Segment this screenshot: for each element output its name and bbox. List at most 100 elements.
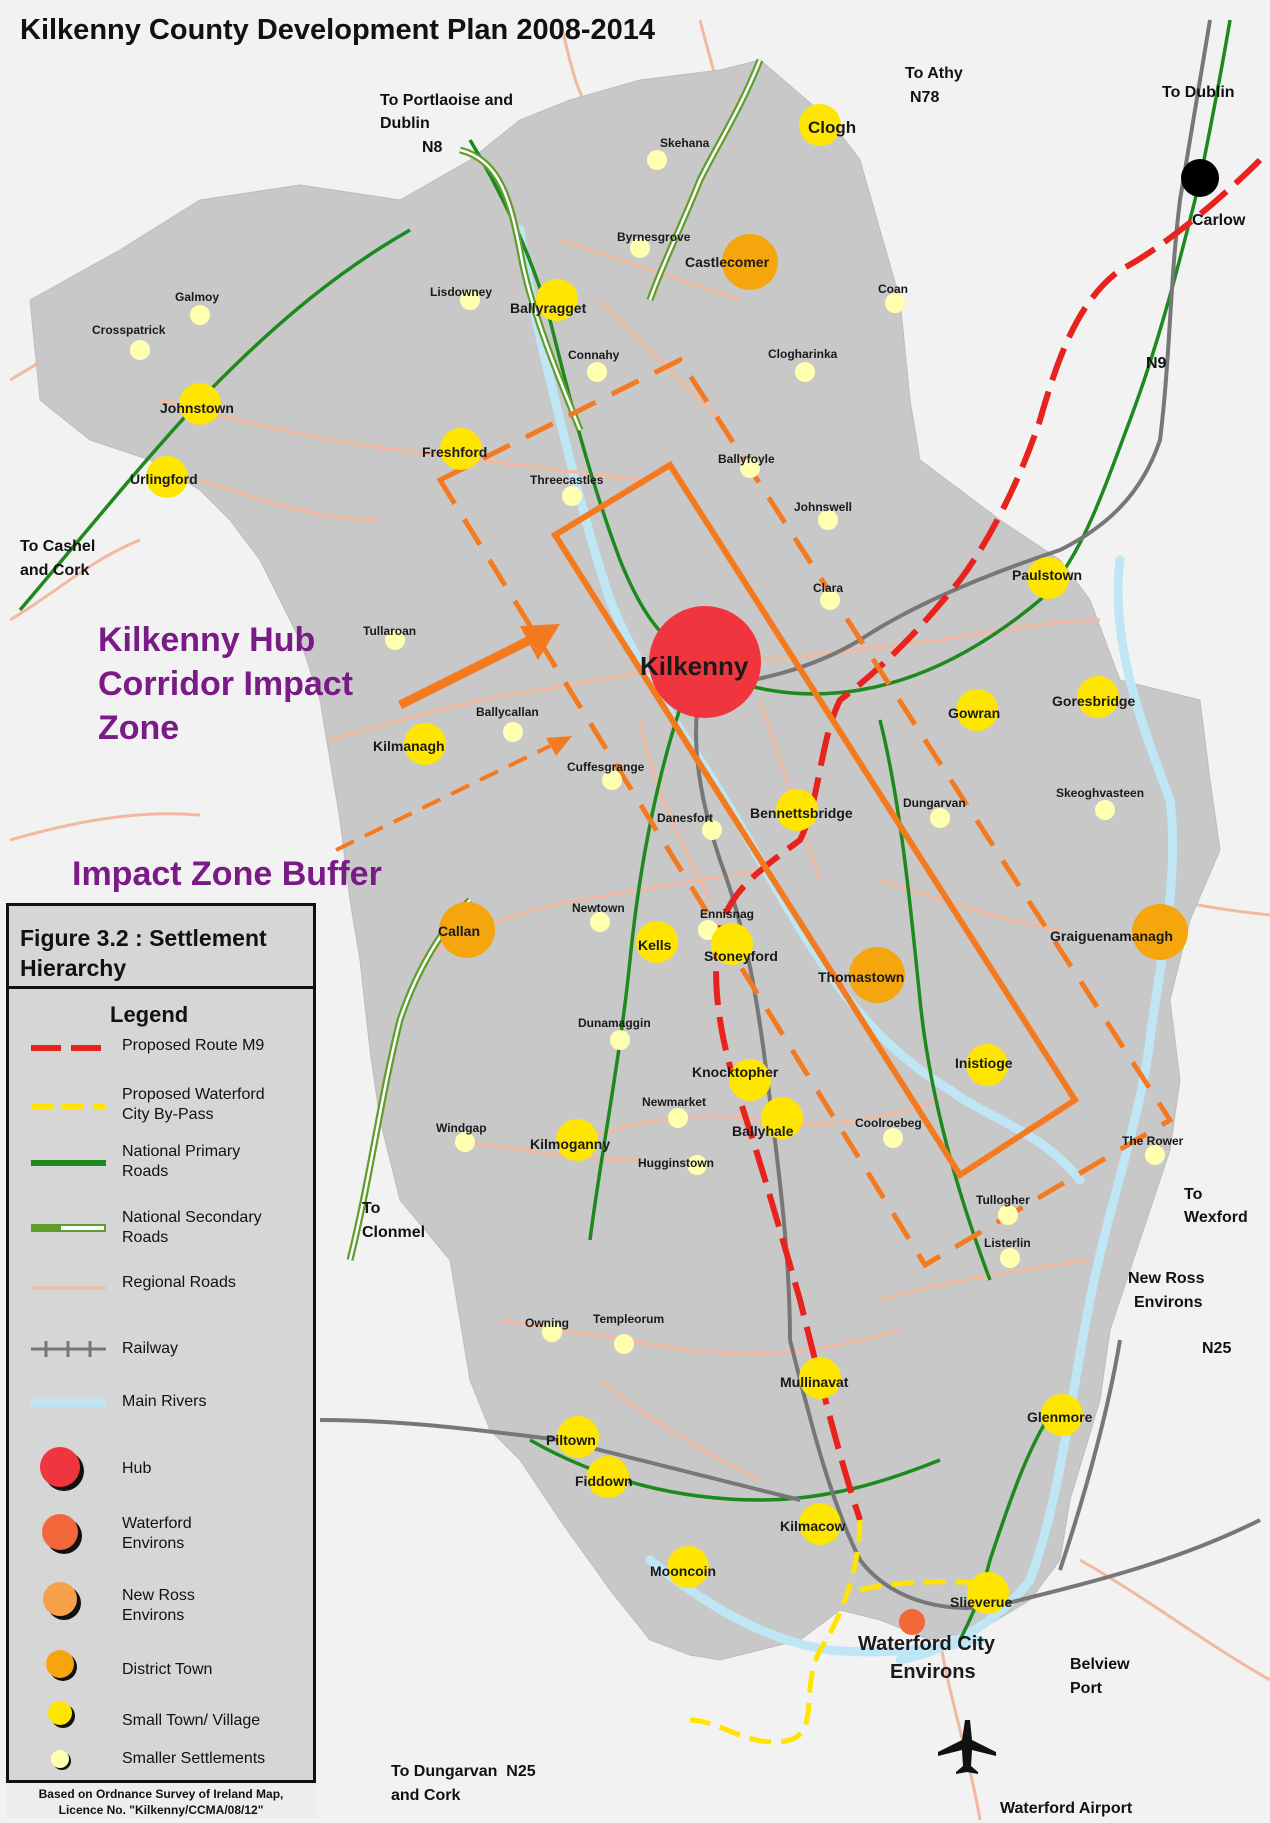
label-hugginstown: Hugginstown [638, 1156, 714, 1170]
label-ballyhale: Ballyhale [732, 1123, 794, 1139]
legend-symbol-waterford [42, 1514, 78, 1550]
dest-wexford-2: Wexford [1184, 1209, 1248, 1226]
hub-corridor-impact-zone [550, 460, 1080, 1180]
label-castlecomer: Castlecomer [685, 254, 770, 270]
label-slieverue: Slieverue [950, 1594, 1012, 1610]
label-templeorum: Templeorum [593, 1312, 664, 1326]
legend-heading: Legend [110, 1002, 189, 1027]
credit-line-2: Licence No. "Kilkenny/CCMA/08/12" [58, 1803, 264, 1817]
airport-icon [938, 1720, 996, 1774]
dest-waterford-2: Environs [890, 1661, 976, 1683]
legend-label: City By-Pass [122, 1106, 214, 1123]
label-freshford: Freshford [422, 444, 487, 460]
smaller-settlements [130, 150, 1165, 1354]
legend-label: Waterford [122, 1515, 192, 1532]
dest-dungarvan-1: To Dungarvan N25 [391, 1763, 536, 1780]
label-clogh: Clogh [808, 118, 856, 137]
label-windgap: Windgap [436, 1121, 487, 1135]
district-towns [439, 234, 1188, 1003]
legend-item-rivers: Main Rivers [122, 1392, 206, 1412]
legend-label: Hub [122, 1460, 152, 1477]
dest-portlaoise-3: N8 [422, 139, 443, 156]
label-lisdowney: Lisdowney [430, 285, 492, 299]
label-fiddown: Fiddown [575, 1473, 633, 1489]
legend-label: Roads [122, 1163, 169, 1180]
legend-label: Main Rivers [122, 1393, 207, 1410]
label-johnswell: Johnswell [794, 500, 852, 514]
legend-label: Regional Roads [122, 1274, 236, 1291]
legend-label: Small Town/ Village [122, 1712, 261, 1729]
label-urlingford: Urlingford [130, 471, 198, 487]
label-connahy: Connahy [568, 348, 620, 362]
carlow-marker [1181, 159, 1219, 197]
impact-zone-buffer [436, 356, 1174, 1269]
dest-belview-2: Port [1070, 1680, 1103, 1697]
dest-portlaoise-2: Dublin [380, 115, 430, 132]
label-coolroebeg: Coolroebeg [855, 1116, 922, 1130]
annotation-arrows [335, 624, 572, 852]
dest-waterford-1: Waterford City [858, 1633, 996, 1655]
label-graiguenamanagh: Graiguenamanagh [1050, 928, 1173, 944]
dest-newross-1: New Ross [1128, 1270, 1205, 1287]
label-coan: Coan [878, 282, 908, 296]
label-ballycallan: Ballycallan [476, 705, 539, 719]
dest-cashel-2: and Cork [20, 562, 89, 579]
label-clogharinka: Clogharinka [768, 347, 838, 361]
waterford-environs-marker [899, 1609, 925, 1635]
label-callan: Callan [438, 923, 480, 939]
label-kilmanagh: Kilmanagh [373, 738, 445, 754]
dest-n9: N9 [1146, 355, 1167, 372]
annotation-hub-corridor: Kilkenny Hub Corridor Impact Zone [98, 621, 354, 747]
destination-labels: To Portlaoise and Dublin N8 To Athy N78 … [20, 65, 1248, 1817]
label-ballyfoyle: Ballyfoyle [718, 452, 775, 466]
label-ballyragget: Ballyragget [510, 300, 587, 316]
dest-carlow: Carlow [1192, 212, 1246, 229]
legend-label: National Primary [122, 1143, 241, 1160]
label-tullaroan: Tullaroan [363, 624, 416, 638]
legend-label: District Town [122, 1661, 213, 1678]
label-cuffesgrange: Cuffesgrange [567, 760, 645, 774]
figure-title-line-2: Hierarchy [20, 955, 127, 981]
label-gowran: Gowran [948, 705, 1000, 721]
label-kilmoganny: Kilmoganny [530, 1136, 610, 1152]
dest-wexford-1: To [1184, 1186, 1203, 1203]
legend-symbol-small-town [48, 1701, 72, 1725]
legend-item-m9: Proposed Route M9 [122, 1036, 264, 1056]
dest-newross-2: Environs [1134, 1294, 1203, 1311]
kilkenny-hub [649, 606, 761, 718]
label-owning: Owning [525, 1316, 569, 1330]
label-thomastown: Thomastown [818, 969, 904, 985]
label-dunamaggin: Dunamaggin [578, 1016, 651, 1030]
map-title: Kilkenny County Development Plan 2008-20… [20, 14, 655, 46]
label-the-rower: The Rower [1122, 1134, 1184, 1148]
credit-line-1: Based on Ordnance Survey of Ireland Map, [38, 1787, 284, 1801]
label-kilkenny: Kilkenny [640, 651, 749, 681]
label-clara: Clara [813, 581, 843, 595]
legend-symbol-railway [31, 1341, 106, 1357]
legend-label: Environs [122, 1535, 185, 1552]
label-dungarvan: Dungarvan [903, 796, 966, 810]
small-towns [146, 104, 1119, 1614]
legend-symbols [31, 1045, 106, 1770]
label-piltown: Piltown [546, 1432, 596, 1448]
dest-dublin: To Dublin [1162, 84, 1235, 101]
label-mullinavat: Mullinavat [780, 1374, 849, 1390]
dest-athy-1: To Athy [905, 65, 963, 82]
figure-title-line-1: Figure 3.2 : Settlement [20, 925, 267, 951]
dest-dungarvan-2: and Cork [391, 1787, 460, 1804]
dest-clonmel-2: Clonmel [362, 1224, 425, 1241]
legend-item-district: District Town [122, 1660, 212, 1680]
legend-item-small-town: Small Town/ Village [122, 1711, 260, 1731]
label-knocktopher: Knocktopher [692, 1064, 779, 1080]
label-goresbridge: Goresbridge [1052, 693, 1135, 709]
label-newtown: Newtown [572, 901, 625, 915]
label-mooncoin: Mooncoin [650, 1563, 716, 1579]
legend-label: National Secondary [122, 1209, 262, 1226]
label-crosspatrick: Crosspatrick [92, 323, 166, 337]
dest-n25-east: N25 [1202, 1340, 1231, 1357]
legend-item-regional: Regional Roads [122, 1273, 236, 1293]
legend-item-smaller: Smaller Settlements [122, 1749, 265, 1769]
